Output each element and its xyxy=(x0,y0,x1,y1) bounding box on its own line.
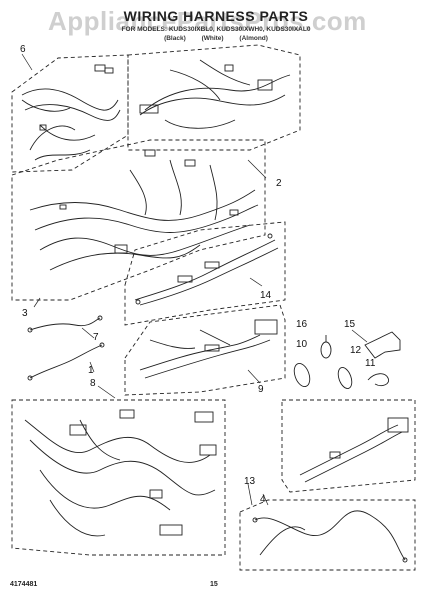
page-number: 15 xyxy=(210,581,218,588)
callout-2: 2 xyxy=(276,178,282,189)
part-13-group xyxy=(239,499,416,571)
part-15-bracket xyxy=(364,331,401,359)
callout-3: 3 xyxy=(22,308,28,319)
callout-1: 1 xyxy=(88,365,94,376)
part-6-group xyxy=(11,54,129,173)
color-label-black: (Black) xyxy=(164,35,186,42)
callout-6: 6 xyxy=(20,44,26,55)
part-8-wire xyxy=(27,342,105,381)
part-1-group xyxy=(11,399,226,556)
part-16-part xyxy=(320,335,332,359)
callout-numbers: 6 2 3 7 1 8 14 9 16 15 10 12 11 13 4 xyxy=(20,44,376,505)
callout-15: 15 xyxy=(344,319,356,330)
part-2-upper-group xyxy=(127,44,301,151)
callout-4: 4 xyxy=(260,494,266,505)
callout-12: 12 xyxy=(350,345,362,356)
callout-10: 10 xyxy=(296,339,308,350)
callout-13: 13 xyxy=(244,476,256,487)
diagram-title: WIRING HARNESS PARTS xyxy=(123,8,309,24)
callout-14: 14 xyxy=(260,290,272,301)
callout-8: 8 xyxy=(90,378,96,389)
part-7-wire xyxy=(27,315,103,333)
callout-9: 9 xyxy=(258,384,264,395)
callout-11: 11 xyxy=(365,358,376,369)
part-9-group xyxy=(124,304,286,396)
part-11-clip xyxy=(367,373,390,387)
callout-7: 7 xyxy=(93,332,99,343)
part-12-tie xyxy=(337,367,353,389)
color-label-almond: (Almond) xyxy=(239,35,268,42)
callout-16: 16 xyxy=(296,319,308,330)
leader-lines xyxy=(21,53,368,506)
document-number: 4174481 xyxy=(10,581,38,588)
part-4-group xyxy=(281,399,416,493)
watermark: AppliancePartsPros.com xyxy=(48,6,367,36)
part-2-main-group xyxy=(11,139,266,301)
model-list: FOR MODELS: KUDS30IXBL0, KUDS30IXWH0, KU… xyxy=(121,26,311,33)
part-14-group xyxy=(124,221,286,326)
color-labels: (Black) (White) (Almond) xyxy=(0,35,432,42)
part-10-tie xyxy=(293,363,311,387)
color-label-white: (White) xyxy=(201,35,224,42)
